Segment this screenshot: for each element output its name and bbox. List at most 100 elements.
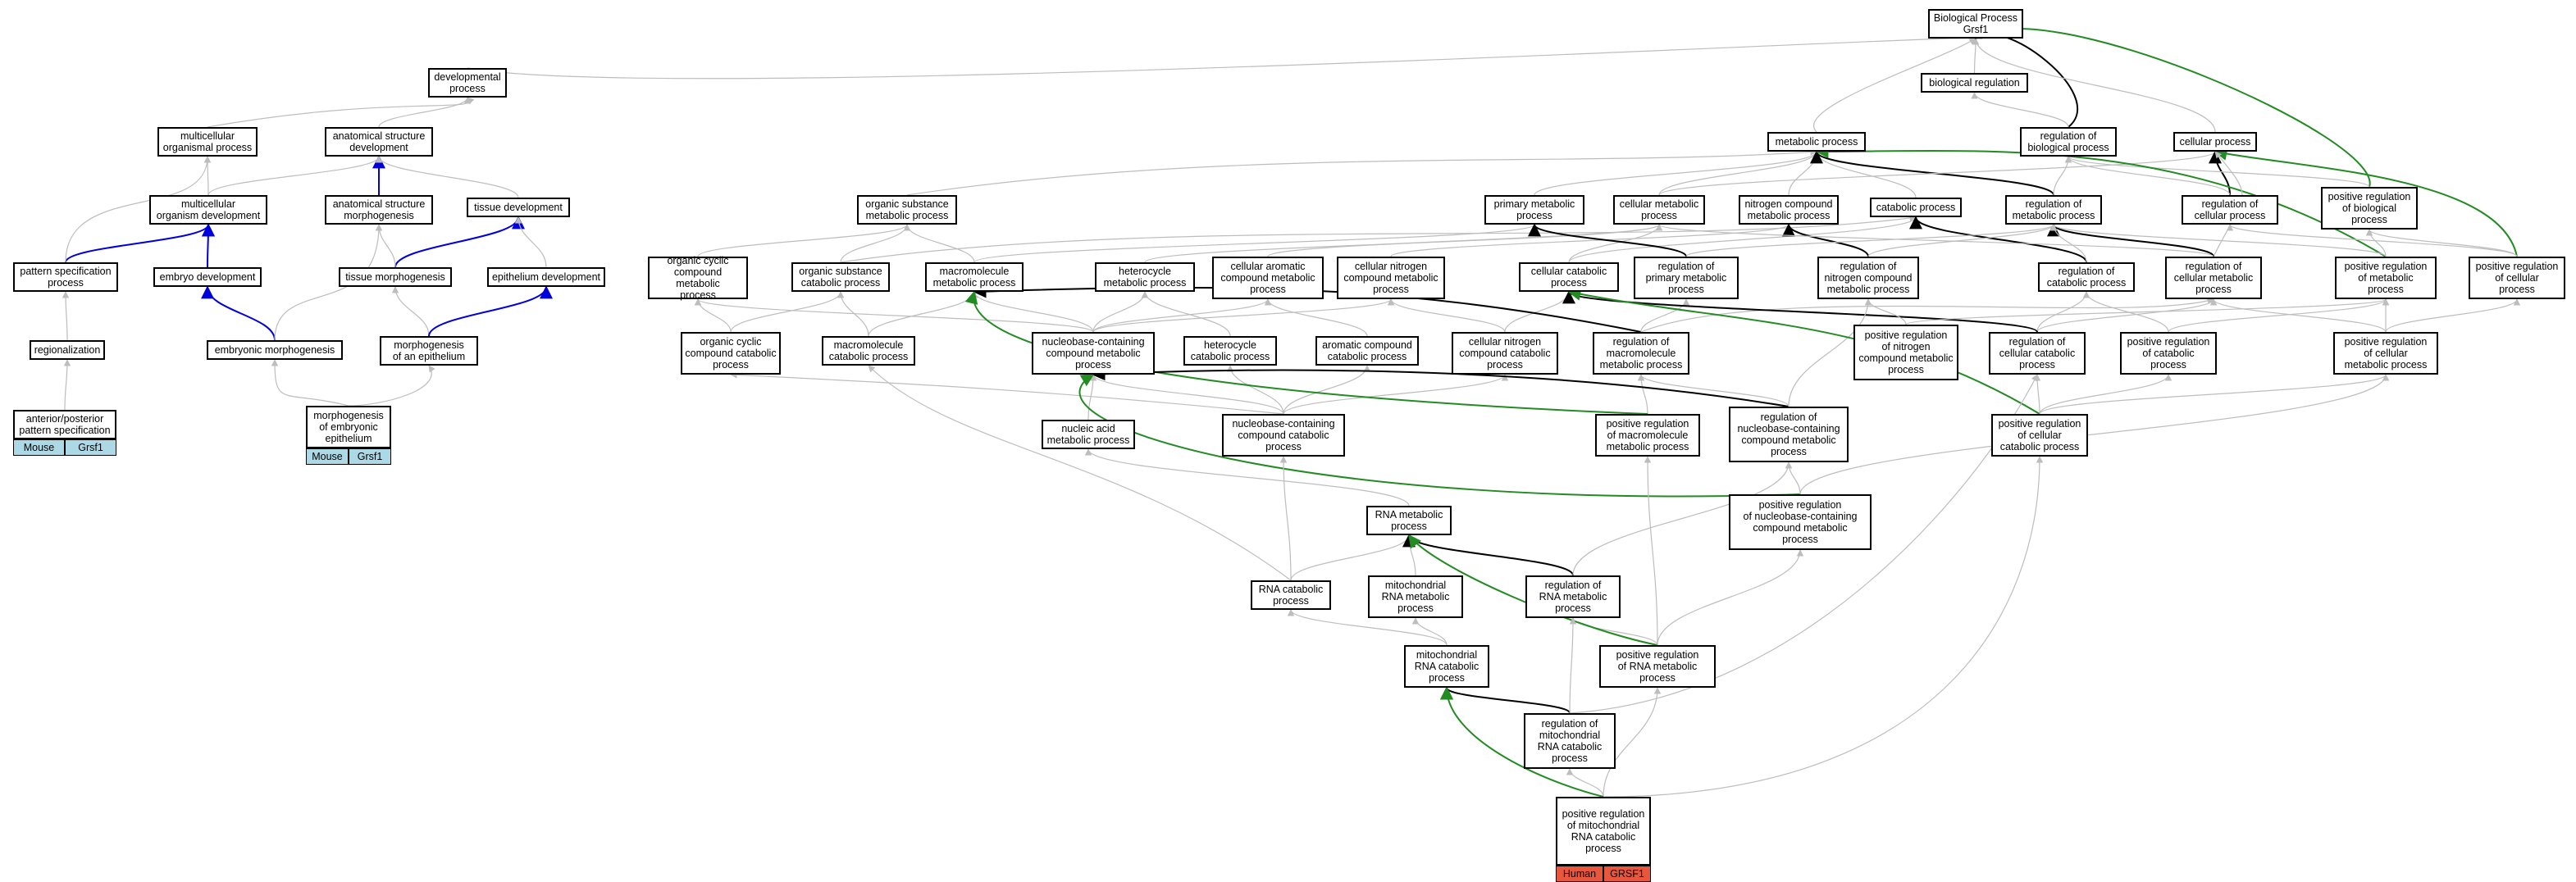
term-node-embmorph[interactable]: embryonic morphogenesis (207, 340, 343, 360)
term-node-pmp[interactable]: primary metabolic process (1484, 195, 1584, 225)
term-node-posregmp[interactable]: positive regulation of metabolic process (2335, 257, 2437, 299)
term-node-rnacp[interactable]: RNA catabolic process (1251, 580, 1331, 610)
term-node-regcmp[interactable]: regulation of cellular metabolic process (2165, 257, 2262, 299)
term-node-regmacmp[interactable]: regulation of macromolecule metabolic pr… (1593, 332, 1689, 375)
edge-posregccp-to-ccp (1567, 287, 2040, 415)
annotation-gene-tag: Grsf1 (349, 448, 391, 465)
edge-ccp-to-cmp (1568, 224, 1663, 263)
term-node-posregmacmp[interactable]: positive regulation of macromolecule met… (1595, 414, 1700, 457)
term-node-regcp[interactable]: regulation of cellular process (2182, 195, 2278, 225)
edge-apps-to-regionalization (63, 359, 71, 411)
term-node-regcatp[interactable]: regulation of catabolic process (2038, 262, 2135, 292)
edge-asd-to-dev (378, 97, 472, 128)
edge-rnacp-to-maccp (868, 365, 1292, 581)
term-node-macmp[interactable]: macromolecule metabolic process (925, 262, 1024, 292)
term-node-bioreg[interactable]: biological regulation (1921, 73, 2028, 93)
term-node-regrnamp[interactable]: regulation of RNA metabolic process (1525, 575, 1621, 618)
edge-mitornacp-to-rnacp (1287, 609, 1448, 646)
term-node-namp[interactable]: nucleic acid metabolic process (1042, 420, 1135, 449)
term-node-posregcatp[interactable]: positive regulation of catabolic process (2120, 332, 2217, 375)
edge-camp-to-cmp (1267, 224, 1662, 257)
term-node-mcod[interactable]: multicellular organism development (149, 195, 267, 225)
edge-posregcp-to-regcp (2226, 224, 2518, 257)
term-node-posregncmp[interactable]: positive regulation of nitrogen compound… (1853, 325, 1958, 380)
edge-nccmp-to-hetmp (1092, 291, 1149, 333)
term-node-regmitornacp[interactable]: regulation of mitochondrial RNA cataboli… (1524, 713, 1616, 769)
term-node-embdev[interactable]: embryo development (153, 267, 262, 287)
term-node-posregccp[interactable]: positive regulation of cellular cataboli… (1991, 414, 2088, 457)
edge-posregmitornacp-to-regmitornacp (1566, 768, 1604, 798)
term-node-asm[interactable]: anatomical structure morphogenesis (325, 195, 433, 225)
term-node-posregnccmp[interactable]: positive regulation of nucleobase-contai… (1729, 494, 1872, 550)
term-node-morphembepi[interactable]: morphogenesis of embryonic epithelium (306, 406, 391, 448)
edge-posregmitornacp-to-mitornacp (1440, 686, 1604, 798)
edge-tissmorph-to-asm (375, 224, 396, 268)
term-node-osmp[interactable]: organic substance metabolic process (857, 195, 957, 225)
term-node-cellproc[interactable]: cellular process (2173, 132, 2257, 152)
term-node-mitornacp[interactable]: mitochondrial RNA catabolic process (1404, 645, 1489, 688)
term-node-posregbio[interactable]: positive regulation of biological proces… (2321, 187, 2418, 230)
edge-epidev-to-tissdev (514, 216, 547, 268)
term-node-occcp[interactable]: organic cyclic compound catabolic proces… (681, 332, 781, 375)
edge-posregcatp-to-regcatp (2082, 291, 2169, 333)
term-node-posregmitornacp[interactable]: positive regulation of mitochondrial RNA… (1556, 797, 1651, 866)
edge-posregncmp-to-posregmp (1905, 298, 2389, 325)
edge-regmp-to-regbio (2053, 156, 2072, 196)
term-node-hetcp[interactable]: heterocycle catabolic process (1183, 336, 1277, 366)
term-node-rnamp[interactable]: RNA metabolic process (1366, 506, 1452, 535)
term-node-catab[interactable]: catabolic process (1870, 198, 1962, 217)
term-node-accp[interactable]: aromatic compound catabolic process (1315, 336, 1419, 366)
edge-rnamp-to-namp (1084, 448, 1410, 507)
term-node-morphepi[interactable]: morphogenesis of an epithelium (380, 336, 478, 366)
edge-cmp-to-metab (1658, 151, 1821, 196)
term-node-epidev[interactable]: epithelium development (487, 267, 605, 287)
edge-pmp-to-metab (1534, 151, 1821, 196)
edge-cellproc-to-root (1972, 38, 2216, 133)
edge-ncccp-to-hetcp (1226, 365, 1284, 415)
term-node-tissdev[interactable]: tissue development (467, 198, 570, 217)
edge-nccmp-to-camp (1092, 298, 1272, 333)
term-node-regmp[interactable]: regulation of metabolic process (2005, 195, 2102, 225)
term-node-camp[interactable]: cellular aromatic compound metabolic pro… (1212, 257, 1324, 299)
term-node-nccmp[interactable]: nucleobase-containing compound metabolic… (1032, 332, 1155, 375)
term-node-root[interactable]: Biological Process Grsf1 (1928, 9, 2023, 39)
edge-dev-to-root (467, 33, 1983, 80)
term-node-regccp[interactable]: regulation of cellular catabolic process (1989, 332, 2086, 375)
term-node-regncmp[interactable]: regulation of nitrogen compound metaboli… (1817, 257, 1919, 299)
term-node-posregrnamp[interactable]: positive regulation of RNA metabolic pro… (1599, 645, 1716, 688)
term-node-metab[interactable]: metabolic process (1767, 132, 1866, 152)
term-node-dev[interactable]: developmental process (428, 68, 507, 98)
edge-regcmp-to-regmp (2047, 223, 2214, 257)
term-node-ncccp[interactable]: nucleobase-containing compound catabolic… (1222, 414, 1345, 457)
term-node-cnccp[interactable]: cellular nitrogen compound catabolic pro… (1452, 332, 1558, 375)
term-node-regbio[interactable]: regulation of biological process (2020, 127, 2117, 157)
term-node-posregcp[interactable]: positive regulation of cellular process (2469, 257, 2565, 299)
edge-posregnccmp-to-regnccmp (1785, 461, 1801, 495)
edge-posregrnamp-to-posregnccmp (1657, 549, 1804, 646)
term-node-occmp[interactable]: organic cyclic compound metabolic proces… (648, 255, 748, 301)
term-node-mcop[interactable]: multicellular organismal process (157, 127, 258, 157)
term-node-cncmp[interactable]: cellular nitrogen compound metabolic pro… (1337, 257, 1445, 299)
edge-regncmp-to-regmp (1867, 224, 2058, 257)
term-node-apps[interactable]: anterior/posterior pattern specification (13, 410, 116, 439)
term-node-mitornamp[interactable]: mitochondrial RNA metabolic process (1368, 575, 1463, 618)
edge-mcop-to-dev (207, 97, 475, 128)
edge-posregrnamp-to-posregmacmp (1644, 456, 1658, 646)
edge-ncccp-to-cnccp (1283, 374, 1509, 415)
term-node-posregcmp[interactable]: positive regulation of cellular metaboli… (2333, 332, 2438, 375)
term-node-regnccmp[interactable]: regulation of nucleobase-containing comp… (1729, 407, 1849, 462)
term-node-ccp[interactable]: cellular catabolic process (1519, 262, 1619, 292)
term-node-regpmp[interactable]: regulation of primary metabolic process (1634, 257, 1739, 299)
edge-regcatp-to-catab (1909, 216, 2087, 263)
term-node-asd[interactable]: anatomical structure development (325, 127, 433, 157)
term-node-ncmp[interactable]: nitrogen compound metabolic process (1739, 195, 1839, 225)
term-node-maccp[interactable]: macromolecule catabolic process (822, 336, 915, 366)
term-node-oscp[interactable]: organic substance catabolic process (791, 262, 890, 292)
edge-cnccp-to-cncmp (1387, 298, 1506, 333)
term-node-regionalization[interactable]: regionalization (30, 340, 105, 360)
term-node-cmp[interactable]: cellular metabolic process (1613, 195, 1705, 225)
term-node-tissmorph[interactable]: tissue morphogenesis (339, 267, 452, 287)
edge-accp-to-camp (1264, 298, 1368, 337)
term-node-hetmp[interactable]: heterocycle metabolic process (1095, 262, 1195, 292)
term-node-psp[interactable]: pattern specification process (13, 262, 118, 292)
